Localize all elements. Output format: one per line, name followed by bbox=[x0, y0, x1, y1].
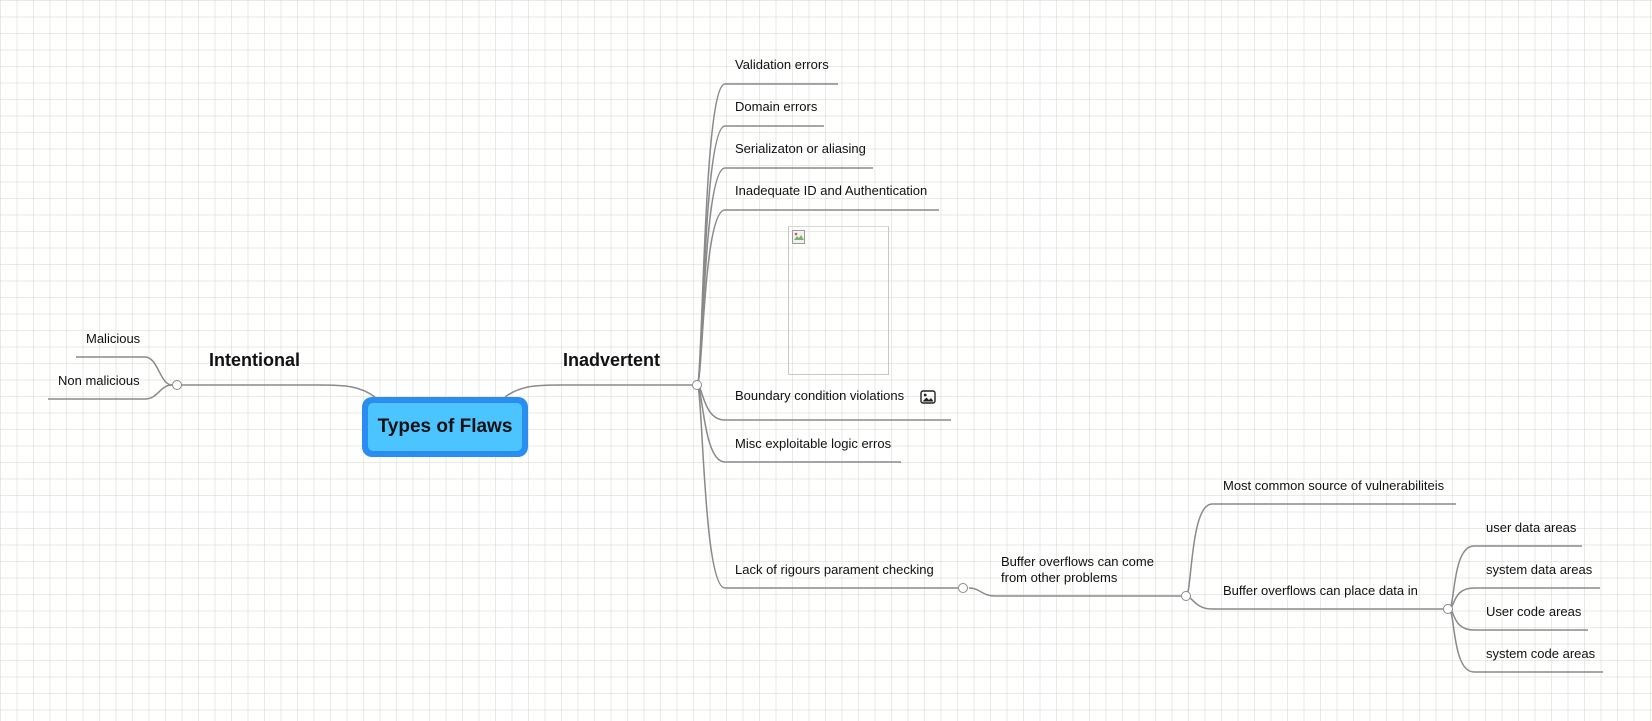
connector-inadequate-id bbox=[696, 209, 939, 386]
connector-root-inadvertent bbox=[504, 384, 692, 398]
connector-lack-rigours bbox=[696, 384, 958, 589]
collapse-toggle-icon[interactable] bbox=[692, 380, 702, 390]
topic-domain-errors[interactable]: Domain errors bbox=[735, 99, 818, 114]
topic-inadequate-id[interactable]: Inadequate ID and Authentication bbox=[735, 183, 928, 198]
branch-inadvertent[interactable]: Inadvertent bbox=[563, 350, 661, 370]
topic-system-code-areas[interactable]: system code areas bbox=[1486, 646, 1596, 661]
image-icon[interactable] bbox=[920, 390, 936, 404]
collapse-toggle-icon[interactable] bbox=[958, 583, 968, 593]
connector-non-malicious bbox=[48, 384, 173, 400]
topic-validation-errors[interactable]: Validation errors bbox=[735, 57, 829, 72]
connector-buffer-overflows bbox=[968, 587, 1181, 597]
branch-intentional[interactable]: Intentional bbox=[209, 350, 300, 370]
root-topic[interactable]: Types of Flaws bbox=[362, 397, 528, 457]
topic-place-data[interactable]: Buffer overflows can place data in bbox=[1223, 583, 1418, 598]
topic-image[interactable] bbox=[788, 226, 889, 375]
topic-user-code-areas[interactable]: User code areas bbox=[1486, 604, 1582, 619]
topic-non-malicious[interactable]: Non malicious bbox=[58, 373, 140, 388]
collapse-toggle-icon[interactable] bbox=[1443, 604, 1453, 614]
connector-root-intentional bbox=[181, 384, 376, 398]
topic-user-data-areas[interactable]: user data areas bbox=[1486, 520, 1577, 535]
root-topic-label: Types of Flaws bbox=[368, 403, 522, 451]
topic-system-data-areas[interactable]: system data areas bbox=[1486, 562, 1593, 577]
collapse-toggle-icon[interactable] bbox=[172, 380, 182, 390]
topic-malicious[interactable]: Malicious bbox=[86, 331, 141, 346]
broken-image-icon bbox=[792, 230, 805, 244]
topic-buffer-overflows[interactable]: Buffer overflows can come from other pro… bbox=[1001, 554, 1154, 585]
topic-most-common-source[interactable]: Most common source of vulnerabiliteis bbox=[1223, 478, 1445, 493]
collapse-toggle-icon[interactable] bbox=[1181, 591, 1191, 601]
connector-malicious bbox=[76, 356, 173, 386]
topic-misc-logic[interactable]: Misc exploitable logic erros bbox=[735, 436, 892, 451]
topic-lack-rigours[interactable]: Lack of rigours parament checking bbox=[735, 562, 934, 577]
topic-boundary-condition[interactable]: Boundary condition violations bbox=[735, 388, 905, 403]
topic-serialization[interactable]: Serializaton or aliasing bbox=[735, 141, 866, 156]
